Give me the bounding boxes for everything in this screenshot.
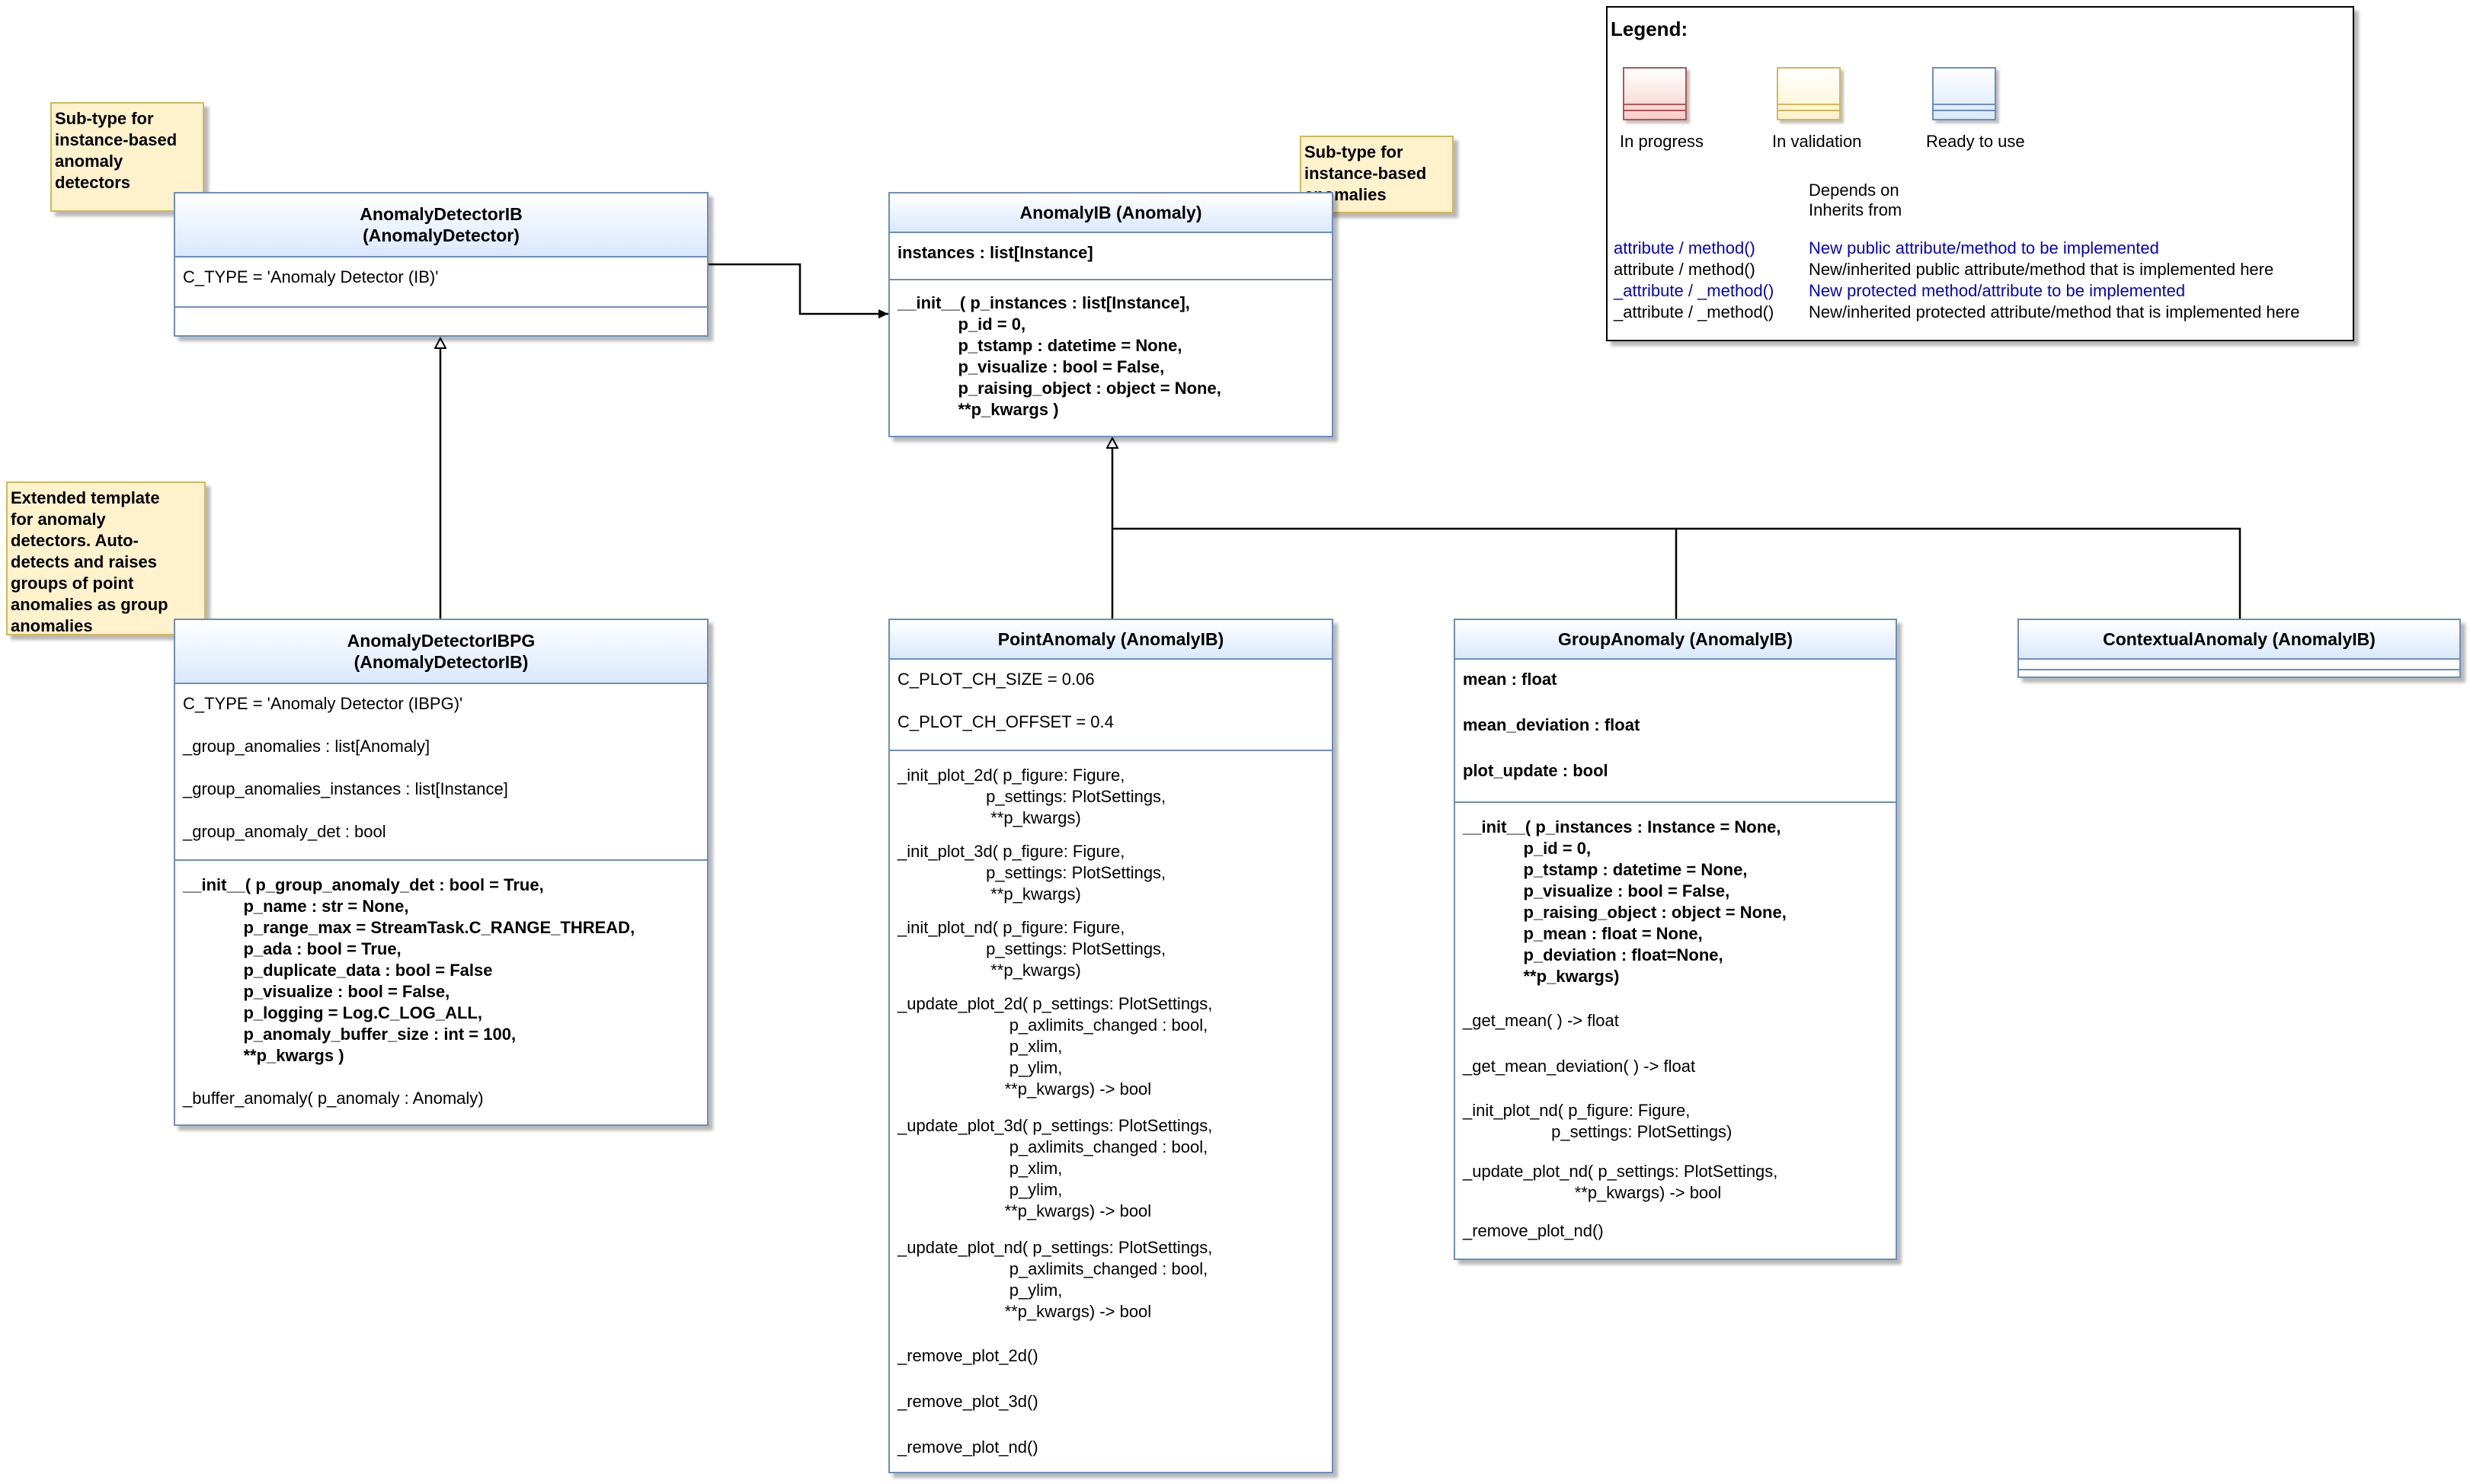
legend: Legend: In progress In validation Ready … <box>1606 6 2354 341</box>
class-name: PointAnomaly (AnomalyIB) <box>997 629 1224 649</box>
legend-row-impl-protected-right: New/inherited protected attribute/method… <box>1809 302 2300 321</box>
swatch-ready <box>1932 67 1996 120</box>
method-update-plot-2d: _update_plot_2d( p_settings: PlotSetting… <box>897 994 1213 1099</box>
method-get-mean-deviation: _get_mean_deviation( ) -> float <box>1463 1057 1696 1076</box>
class-parent: (AnomalyDetector) <box>363 225 520 245</box>
method-init: __init__( p_instances : list[Instance], … <box>897 293 1221 419</box>
method-init-plot-3d: _init_plot_3d( p_figure: Figure, p_setti… <box>897 842 1166 904</box>
legend-row-new-protected-left: _attribute / _method() <box>1614 281 1774 300</box>
note-ibpg-template: Extended template for anomaly detectors.… <box>6 481 206 635</box>
class-name: AnomalyDetectorIB <box>360 204 523 224</box>
attr-instances: instances : list[Instance] <box>897 243 1093 262</box>
legend-ready-label: Ready to use <box>1926 132 2025 151</box>
attr-group-anomaly-det: _group_anomaly_det : bool <box>183 822 386 841</box>
legend-in-validation-label: In validation <box>1772 132 1862 151</box>
method-buffer-anomaly: _buffer_anomaly( p_anomaly : Anomaly) <box>183 1089 484 1108</box>
method-init: __init__( p_instances : Instance = None,… <box>1463 817 1787 986</box>
method-init: __init__( p_group_anomaly_det : bool = T… <box>183 875 635 1065</box>
inherits-branch-contextual <box>1676 527 2241 619</box>
class-anomaly-detector-ibpg[interactable]: AnomalyDetectorIBPG (AnomalyDetectorIB) … <box>174 619 709 1126</box>
class-name: GroupAnomaly (AnomalyIB) <box>1558 629 1793 649</box>
class-header: AnomalyDetectorIB (AnomalyDetector) <box>175 193 707 257</box>
legend-inherits-from-label: Inherits from <box>1809 200 1902 219</box>
method-remove-plot-nd: _remove_plot_nd() <box>1463 1221 1604 1240</box>
depends-on-arrow <box>709 263 888 318</box>
compartment-divider <box>2019 669 2459 670</box>
attr-mean-deviation: mean_deviation : float <box>1463 715 1640 734</box>
class-header: ContextualAnomaly (AnomalyIB) <box>2019 620 2459 660</box>
attr-group-anomalies: _group_anomalies : list[Anomaly] <box>183 737 430 756</box>
method-update-plot-nd: _update_plot_nd( p_settings: PlotSetting… <box>897 1238 1213 1321</box>
legend-depends-on-label: Depends on <box>1809 181 1899 200</box>
class-contextual-anomaly[interactable]: ContextualAnomaly (AnomalyIB) <box>2017 619 2461 678</box>
inherits-branch-group <box>1112 527 1678 619</box>
method-remove-plot-nd: _remove_plot_nd() <box>897 1438 1038 1457</box>
method-update-plot-3d: _update_plot_3d( p_settings: PlotSetting… <box>897 1116 1213 1220</box>
attr-c-type: C_TYPE = 'Anomaly Detector (IBPG)' <box>183 694 463 713</box>
legend-row-impl-public-right: New/inherited public attribute/method th… <box>1809 260 2274 279</box>
legend-row-impl-protected-left: _attribute / _method() <box>1614 302 1774 321</box>
method-remove-plot-3d: _remove_plot_3d() <box>897 1392 1038 1411</box>
method-init-plot-2d: _init_plot_2d( p_figure: Figure, p_setti… <box>897 766 1166 827</box>
method-get-mean: _get_mean( ) -> float <box>1463 1011 1619 1030</box>
class-header: PointAnomaly (AnomalyIB) <box>890 620 1332 660</box>
method-remove-plot-2d: _remove_plot_2d() <box>897 1346 1038 1365</box>
legend-row-new-public-right: New public attribute/method to be implem… <box>1809 238 2159 257</box>
legend-row-new-protected-right: New protected method/attribute to be imp… <box>1809 281 2186 300</box>
class-group-anomaly[interactable]: GroupAnomaly (AnomalyIB) mean : float me… <box>1454 619 1897 1260</box>
attr-mean: mean : float <box>1463 670 1557 689</box>
class-name: ContextualAnomaly (AnomalyIB) <box>2103 629 2376 649</box>
attr-plot-update: plot_update : bool <box>1463 761 1608 780</box>
class-name: AnomalyDetectorIBPG <box>347 631 536 651</box>
class-point-anomaly[interactable]: PointAnomaly (AnomalyIB) C_PLOT_CH_SIZE … <box>888 619 1333 1473</box>
legend-row-new-public-left: attribute / method() <box>1614 238 1755 257</box>
class-parent: (AnomalyDetectorIB) <box>354 652 529 672</box>
swatch-in-progress <box>1623 67 1687 120</box>
legend-row-impl-public-left: attribute / method() <box>1614 260 1755 279</box>
compartment-divider <box>890 279 1332 280</box>
legend-in-progress-label: In progress <box>1620 132 1704 151</box>
attr-plot-ch-offset: C_PLOT_CH_OFFSET = 0.4 <box>897 712 1114 731</box>
compartment-divider <box>1455 801 1896 803</box>
class-header: AnomalyDetectorIBPG (AnomalyDetectorIB) <box>175 620 707 684</box>
compartment-divider <box>175 306 707 308</box>
class-name: AnomalyIB (Anomaly) <box>1019 203 1202 222</box>
attr-c-type: C_TYPE = 'Anomaly Detector (IB)' <box>183 267 439 286</box>
method-init-plot-nd: _init_plot_nd( p_figure: Figure, p_setti… <box>897 918 1166 980</box>
swatch-in-validation <box>1777 67 1841 120</box>
attr-plot-ch-size: C_PLOT_CH_SIZE = 0.06 <box>897 670 1095 689</box>
compartment-divider <box>890 750 1332 751</box>
method-init-plot-nd: _init_plot_nd( p_figure: Figure, p_setti… <box>1463 1101 1733 1141</box>
class-header: AnomalyIB (Anomaly) <box>890 193 1332 233</box>
class-header: GroupAnomaly (AnomalyIB) <box>1455 620 1896 660</box>
legend-title: Legend: <box>1611 18 1688 40</box>
class-anomaly-detector-ib[interactable]: AnomalyDetectorIB (AnomalyDetector) C_TY… <box>174 192 709 337</box>
attr-group-anomalies-instances: _group_anomalies_instances : list[Instan… <box>183 779 508 798</box>
compartment-divider <box>175 859 707 861</box>
class-anomaly-ib[interactable]: AnomalyIB (Anomaly) instances : list[Ins… <box>888 192 1333 437</box>
method-update-plot-nd: _update_plot_nd( p_settings: PlotSetting… <box>1463 1162 1778 1202</box>
